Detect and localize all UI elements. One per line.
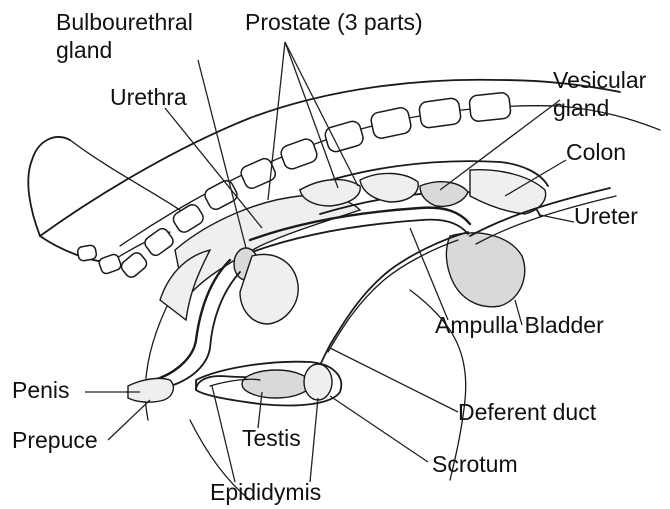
label-vesicular-line2: gland — [553, 95, 609, 121]
scrotum — [196, 362, 341, 406]
label-vesicular-line1: Vesicular — [553, 67, 647, 93]
label-ampulla-bladder: Ampulla Bladder — [435, 312, 604, 338]
label-bulbourethral-line1: Bulbourethral — [56, 9, 193, 35]
label-epididymis: Epididymis — [210, 479, 321, 505]
accessory-glands — [300, 173, 468, 206]
label-urethra: Urethra — [110, 84, 187, 110]
label-prostate: Prostate (3 parts) — [245, 9, 423, 35]
label-prepuce: Prepuce — [12, 427, 98, 453]
label-penis: Penis — [12, 377, 70, 403]
label-scrotum: Scrotum — [432, 451, 518, 477]
bulbourethral-gland — [234, 248, 298, 324]
label-ureter: Ureter — [574, 203, 638, 229]
label-colon: Colon — [566, 139, 626, 165]
label-deferent-duct: Deferent duct — [458, 399, 597, 425]
label-bulbourethral-line2: gland — [56, 37, 112, 63]
label-testis: Testis — [242, 425, 301, 451]
